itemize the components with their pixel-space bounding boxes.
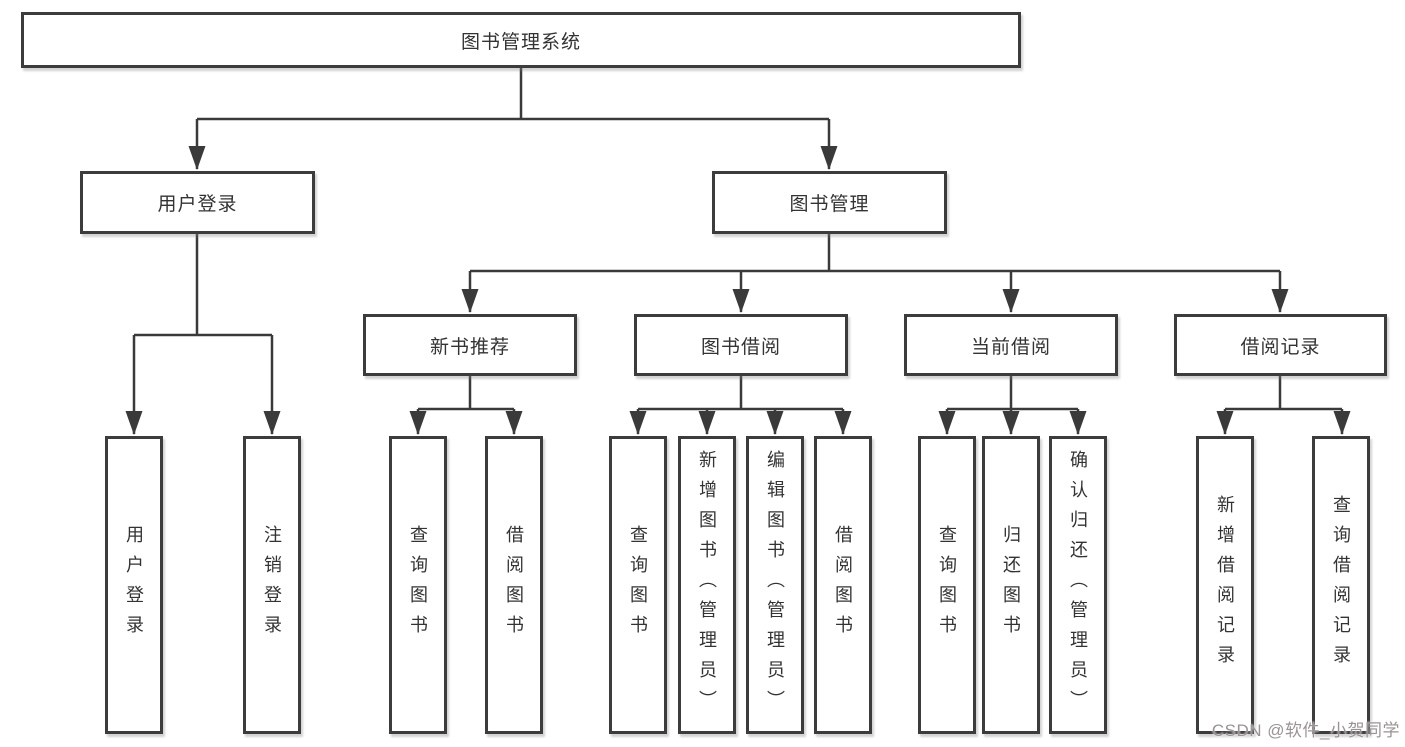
node-book-borrow: 图书借阅 [634, 314, 848, 376]
leaf-records-query-record: 查询借阅记录 [1312, 436, 1370, 734]
node-new-book-recommend: 新书推荐 [363, 314, 577, 376]
leaf-recommend-borrow-books: 借阅图书 [485, 436, 543, 734]
leaf-borrow-edit-books-admin: 编辑图书（管理员） [746, 436, 804, 734]
leaf-borrow-query-books: 查询图书 [609, 436, 667, 734]
connector-arrows [125, 119, 1351, 435]
node-root: 图书管理系统 [21, 12, 1021, 68]
node-current-borrow: 当前借阅 [904, 314, 1118, 376]
node-user-login: 用户登录 [80, 171, 315, 234]
leaf-current-query-books: 查询图书 [918, 436, 976, 734]
leaf-user-login: 用户登录 [105, 436, 163, 734]
leaf-records-add-record: 新增借阅记录 [1196, 436, 1254, 734]
leaf-logout-login: 注销登录 [243, 436, 301, 734]
node-borrow-records: 借阅记录 [1174, 314, 1387, 376]
connector-rails [134, 68, 1342, 411]
leaf-recommend-query-books: 查询图书 [389, 436, 447, 734]
watermark: CSDN @软件_小贺同学 [1211, 721, 1400, 740]
node-book-management: 图书管理 [712, 171, 947, 234]
leaf-borrow-borrow-books: 借阅图书 [814, 436, 872, 734]
leaf-borrow-add-books-admin: 新增图书（管理员） [678, 436, 736, 734]
leaf-current-return-books: 归还图书 [982, 436, 1040, 734]
leaf-current-confirm-return-admin: 确认归还（管理员） [1049, 436, 1107, 734]
